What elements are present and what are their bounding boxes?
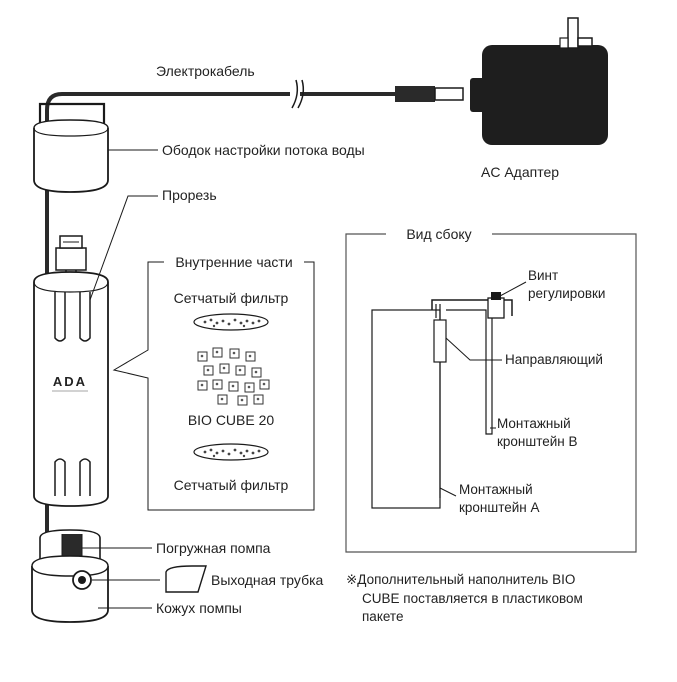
label-inner-title: Внутренние части — [175, 254, 292, 270]
label-slot: Прорезь — [162, 187, 217, 203]
adapter-prong-1 — [567, 17, 579, 49]
flow-rim — [33, 102, 109, 193]
guide-block — [433, 319, 447, 363]
note-line-1: ※Дополнительный наполнитель BIO — [346, 572, 575, 587]
dc-plug-body — [395, 86, 435, 102]
adapter-prong-2 — [577, 37, 593, 47]
leader-screw — [499, 281, 527, 297]
label-adapter: AC Адаптер — [481, 164, 559, 180]
dc-plug-tip — [434, 87, 464, 101]
label-outlet: Выходная трубка — [211, 572, 324, 588]
bracket-b — [446, 309, 493, 435]
tank-wall — [371, 309, 441, 509]
filter-tube: ADA — [33, 271, 109, 507]
adjust-screw-head — [491, 292, 501, 300]
adjust-screw-block — [487, 297, 505, 319]
pump-assembly — [31, 529, 109, 623]
label-bracket-b-1: Монтажный — [497, 416, 571, 431]
rim-hook — [38, 102, 106, 128]
ada-logo: ADA — [53, 374, 87, 389]
bio-cubes — [197, 347, 270, 406]
label-rim: Ободок настройки потока воды — [162, 142, 365, 158]
rim-top — [33, 119, 109, 129]
mesh-top — [193, 313, 269, 331]
adapter-side-plate — [470, 78, 486, 112]
side-box-border — [345, 233, 637, 553]
adapter-body — [482, 45, 608, 145]
label-pump: Погружная помпа — [156, 540, 271, 556]
inner-box-border — [112, 261, 315, 511]
leader-lines-side — [439, 281, 527, 497]
rim-front-edge — [33, 127, 109, 137]
cable-break-2 — [297, 79, 305, 109]
label-screw-2: регулировки — [528, 286, 605, 301]
ac-adapter — [470, 17, 608, 145]
leader-lines-left — [82, 149, 160, 609]
cable-left — [45, 92, 290, 560]
label-guide: Направляющий — [505, 352, 603, 367]
label-bracket-b-2: кронштейн B — [497, 434, 578, 449]
bracket-block — [55, 247, 87, 271]
note-line-2: CUBE поставляется в пластиковом — [362, 591, 583, 606]
tube-body — [33, 271, 109, 507]
label-bracket-a-1: Монтажный — [459, 482, 533, 497]
label-pump-housing: Кожух помпы — [156, 600, 242, 616]
note-line-3: пакете — [362, 609, 403, 624]
outlet-hole — [78, 576, 86, 584]
mesh-bottom-holes — [203, 448, 261, 458]
bracket-a-top — [431, 299, 513, 316]
mesh-top-holes — [203, 318, 261, 328]
leader-slot — [89, 195, 158, 301]
mesh-bottom — [193, 443, 269, 461]
label-side-title: Вид сбоку — [406, 226, 471, 242]
bio-cubes-dots — [200, 350, 266, 402]
label-mesh-top: Сетчатый фильтр — [174, 290, 289, 306]
slot-bottom-left — [54, 458, 66, 496]
inner-parts-box — [112, 261, 315, 511]
label-cable: Электрокабель — [156, 63, 255, 79]
side-view-box — [345, 233, 637, 553]
adapter-prong-base — [559, 37, 569, 49]
outlet-tube-icon — [165, 565, 207, 593]
rim-body — [33, 128, 109, 193]
cable-break-1 — [291, 79, 299, 109]
slot-top-left — [54, 292, 66, 342]
pump-housing-top — [31, 555, 109, 577]
label-bio-cube: BIO CUBE 20 — [188, 412, 275, 428]
label-bracket-a-2: кронштейн A — [459, 500, 540, 515]
label-mesh-bottom: Сетчатый фильтр — [174, 477, 289, 493]
slot-bottom-right — [79, 458, 91, 496]
label-screw-1: Винт — [528, 268, 558, 283]
leader-bracket-a — [439, 487, 457, 497]
slot-top-right — [79, 292, 91, 342]
power-cable — [45, 79, 464, 560]
tube-top-edge — [33, 281, 109, 293]
leader-guide — [445, 337, 502, 361]
